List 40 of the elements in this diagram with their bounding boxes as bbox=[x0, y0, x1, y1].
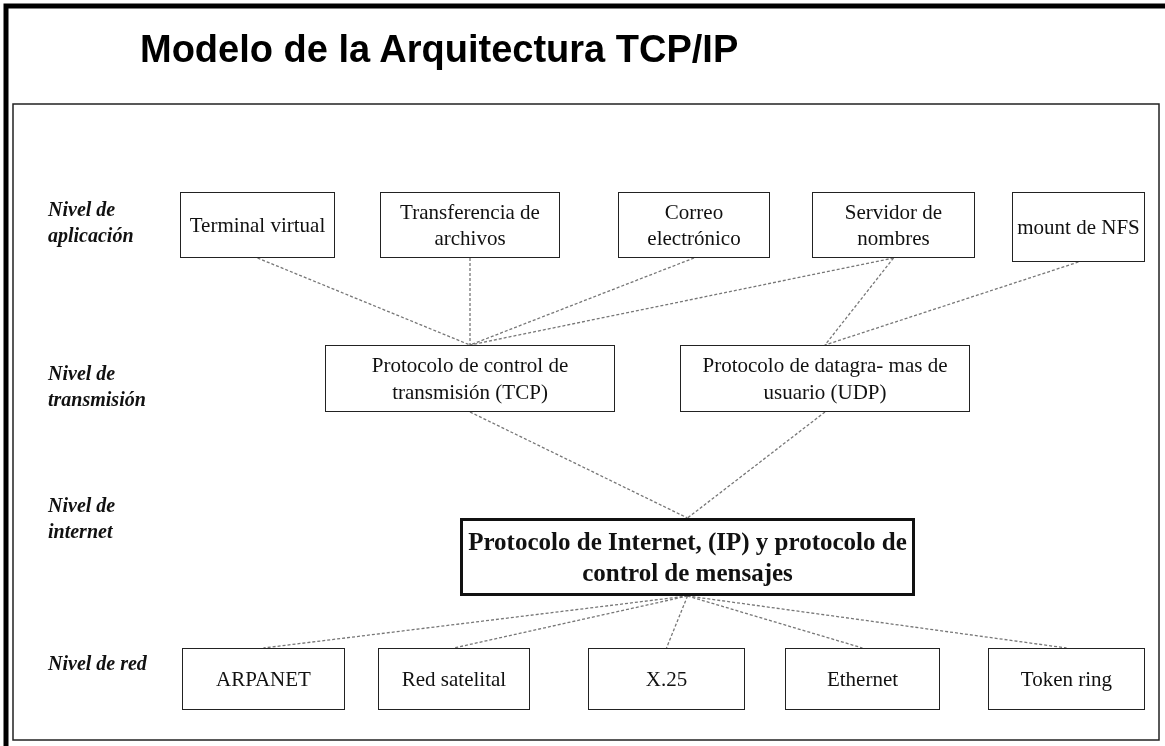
connector-line bbox=[665, 595, 689, 649]
connector-line bbox=[453, 595, 689, 649]
layer-box bbox=[812, 192, 975, 258]
box-text: X.25 bbox=[645, 665, 688, 693]
connector-line bbox=[824, 257, 895, 346]
box-text: Protocolo de datagra- mas de usuario (UDP) bbox=[701, 352, 949, 405]
box-text: ARPANET bbox=[216, 665, 311, 693]
connector-line bbox=[469, 257, 471, 346]
level-label: Nivel de transmisión bbox=[48, 361, 147, 412]
box-text: Terminal virtual bbox=[189, 211, 326, 239]
layer-box bbox=[378, 648, 530, 710]
box-text: Protocolo de Internet, (IP) y protocolo de control de mensajes bbox=[467, 526, 908, 588]
layer-box bbox=[680, 345, 970, 412]
box-text: Token ring bbox=[1020, 665, 1113, 693]
title: Modelo de la Arquitectura TCP/IP bbox=[140, 28, 739, 71]
layer-box bbox=[988, 648, 1145, 710]
connector-line bbox=[469, 411, 689, 519]
box-text: Correo electrónico bbox=[646, 198, 742, 252]
layer-box bbox=[618, 192, 770, 258]
layer-box bbox=[180, 192, 335, 258]
layer-box bbox=[588, 648, 745, 710]
box-text: Red satelital bbox=[401, 665, 507, 693]
box-text: Servidor de nombres bbox=[843, 198, 944, 252]
connector-line bbox=[824, 261, 1080, 346]
layer-box bbox=[380, 192, 560, 258]
layer-box bbox=[785, 648, 940, 710]
box-text: mount de NFS bbox=[1017, 213, 1140, 241]
connector-line bbox=[256, 257, 471, 346]
level-label: Nivel de aplicación bbox=[48, 197, 135, 248]
layer-box bbox=[460, 518, 915, 596]
connector-line bbox=[686, 411, 826, 519]
layer-box bbox=[325, 345, 615, 412]
level-label: Nivel de red bbox=[48, 651, 148, 676]
box-text: Ethernet bbox=[826, 665, 899, 693]
level-label: Nivel de internet bbox=[48, 493, 117, 544]
layer-box bbox=[182, 648, 345, 710]
box-text: Protocolo de control de transmisión (TCP) bbox=[370, 352, 570, 405]
box-text: Transferencia de archivos bbox=[399, 198, 541, 252]
connector-line bbox=[469, 257, 695, 346]
layer-box bbox=[1012, 192, 1145, 262]
